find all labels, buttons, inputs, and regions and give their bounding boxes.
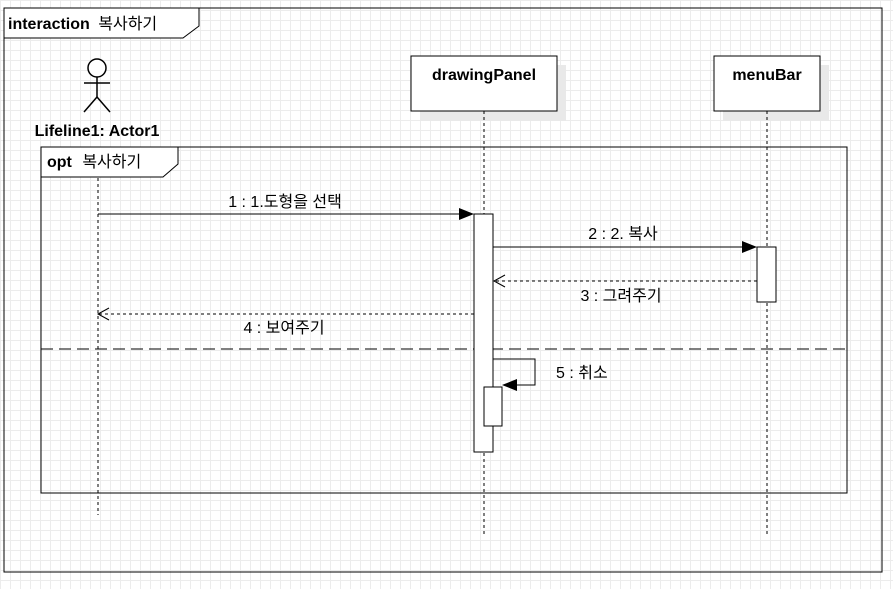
opt-operator: opt (47, 154, 73, 171)
interaction-frame-tab (3, 7, 200, 39)
message-3-arrowhead (492, 274, 506, 288)
interaction-frame-label: interaction 복사하기 (8, 15, 157, 33)
interaction-keyword: interaction (8, 16, 90, 33)
message-3-label: 3 : 그려주기 (580, 287, 661, 305)
actor-label: Lifeline1: Actor1 (35, 123, 160, 140)
opt-fragment-tab (40, 146, 179, 178)
interaction-frame (3, 7, 883, 573)
message-4-arrowhead (96, 307, 110, 321)
message-5-line[interactable] (493, 358, 536, 386)
message-1-label: 1 : 1.도형을 선택 (228, 193, 342, 211)
message-2-label: 2 : 2. 복사 (588, 225, 658, 243)
message-5-label: 5 : 취소 (556, 364, 608, 382)
opt-fragment (40, 146, 848, 494)
lifeline-label-menubar: menuBar (732, 67, 801, 84)
interaction-name: 복사하기 (98, 15, 157, 33)
opt-name: 복사하기 (82, 153, 141, 171)
lifeline-head-menubar[interactable] (713, 55, 821, 112)
message-1-arrowhead (459, 208, 474, 220)
actor-icon[interactable] (83, 58, 111, 113)
message-4-label: 4 : 보여주기 (243, 319, 324, 337)
activation-menubar[interactable] (756, 246, 777, 303)
message-5-arrowhead (502, 379, 517, 391)
lifeline-head-drawingpanel[interactable] (410, 55, 558, 112)
activation-drawingpanel-nested[interactable] (483, 386, 503, 427)
lifeline-label-drawingpanel: drawingPanel (432, 67, 536, 84)
message-2-arrowhead (742, 241, 757, 253)
opt-fragment-label: opt 복사하기 (47, 153, 141, 171)
